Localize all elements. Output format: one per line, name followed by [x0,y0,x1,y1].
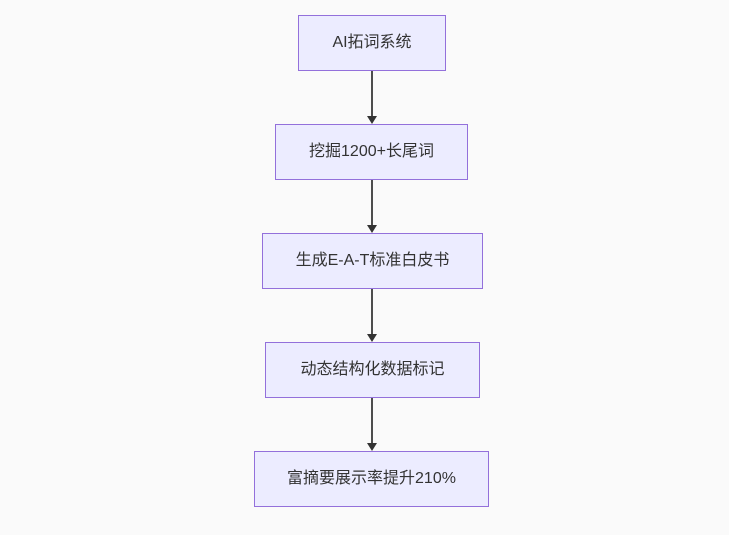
node-label: 动态结构化数据标记 [300,361,445,379]
node-label: 富摘要展示率提升210% [287,470,456,488]
flow-arrow-2-3 [367,180,377,233]
flowchart-node-5: 富摘要展示率提升210% [254,451,489,507]
flowchart-node-1: AI拓词系统 [298,15,446,71]
arrow-line [371,398,373,443]
arrow-head-down-icon [367,225,377,233]
flow-arrow-4-5 [367,398,377,451]
arrow-head-down-icon [367,443,377,451]
flowchart-node-3: 生成E-A-T标准白皮书 [262,233,483,289]
flowchart-node-4: 动态结构化数据标记 [265,342,480,398]
arrow-line [371,180,373,225]
arrow-head-down-icon [367,116,377,124]
arrow-line [371,289,373,334]
flowchart-node-2: 挖掘1200+长尾词 [275,124,468,180]
arrow-line [371,71,373,116]
node-label: 挖掘1200+长尾词 [309,143,434,161]
flow-arrow-1-2 [367,71,377,124]
arrow-head-down-icon [367,334,377,342]
node-label: AI拓词系统 [332,34,412,52]
flow-arrow-3-4 [367,289,377,342]
node-label: 生成E-A-T标准白皮书 [295,252,450,270]
